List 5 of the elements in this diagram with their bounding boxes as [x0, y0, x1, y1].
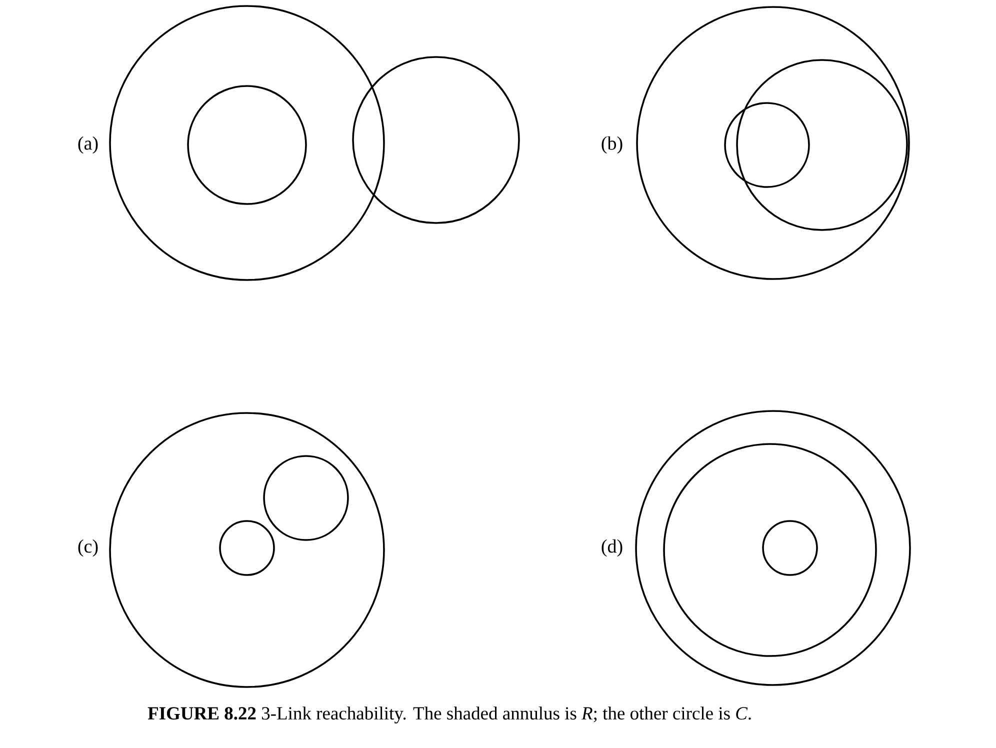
panel-label: (d) — [602, 539, 622, 557]
panel-label: (c) — [78, 539, 98, 557]
panel-label: (b) — [602, 136, 622, 154]
panel-label: (a) — [78, 136, 98, 154]
figure-caption: FIGURE 8.22 3-Link reachability. The shaded annulus is R; the other circle is C. — [148, 706, 751, 724]
